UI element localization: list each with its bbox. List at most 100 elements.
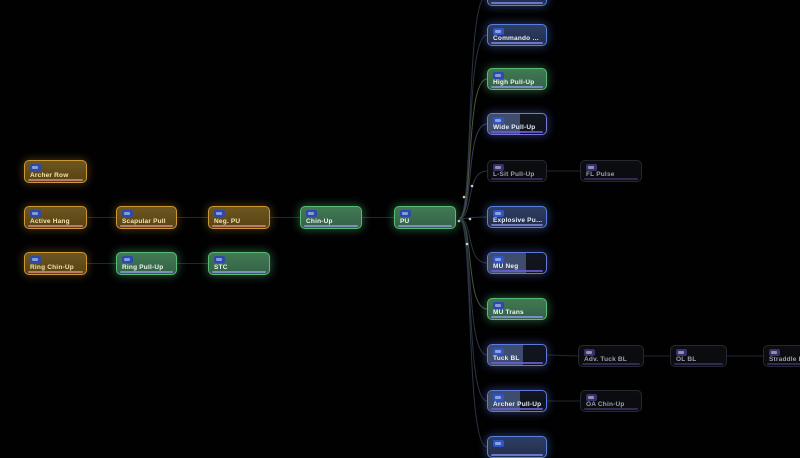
node-label: Ring Pull-Up <box>122 264 164 271</box>
edge-dot <box>462 195 466 199</box>
node-label: Active Hang <box>30 218 70 225</box>
node-label: Archer Pull-Up <box>493 401 542 408</box>
level-badge <box>493 302 504 309</box>
skill-node-scapular-pull[interactable]: Scapular Pull <box>116 206 177 229</box>
skill-node-l-sit-pull-up[interactable]: L-Sit Pull-Up <box>487 160 547 182</box>
skill-node-pu[interactable]: PU <box>394 206 456 229</box>
skill-node-tuck-bl[interactable]: Tuck BL <box>487 344 547 366</box>
node-label: OL BL <box>676 356 697 363</box>
level-badge <box>306 210 317 217</box>
skill-node-ring-chin-up[interactable]: Ring Chin-Up <box>24 252 87 275</box>
level-badge <box>586 394 597 401</box>
progress-strip <box>491 408 543 410</box>
progress-strip <box>584 178 638 180</box>
skill-node-archer-pull-up[interactable]: Archer Pull-Up <box>487 390 547 412</box>
edge-dot <box>470 184 474 188</box>
progress-strip <box>398 225 452 227</box>
progress-strip <box>491 2 543 4</box>
skill-node-mu-trans[interactable]: MU Trans <box>487 298 547 320</box>
node-label: Wide Pull-Up <box>493 124 536 131</box>
node-label: High Pull-Up <box>493 79 535 86</box>
skill-node-active-hang[interactable]: Active Hang <box>24 206 87 229</box>
level-badge <box>676 349 687 356</box>
progress-strip <box>28 271 83 273</box>
edge-pu-l-sit-pull-up <box>458 170 488 219</box>
progress-strip <box>767 363 800 365</box>
progress-strip <box>674 363 723 365</box>
level-badge <box>493 164 504 171</box>
edge-pu-high-pull-up <box>458 78 488 219</box>
skill-node-top-partial[interactable] <box>487 0 547 6</box>
progress-strip <box>491 316 543 318</box>
skill-node-ol-bl[interactable]: OL BL <box>670 345 727 367</box>
level-badge <box>400 210 411 217</box>
skill-node-commando[interactable]: Commando Pull-… <box>487 24 547 46</box>
edge-pu-archer-pull-up <box>458 218 488 402</box>
level-badge <box>493 394 504 401</box>
progress-strip <box>491 131 543 133</box>
level-badge <box>493 72 504 79</box>
progress-strip <box>491 224 543 226</box>
progress-strip <box>28 179 83 181</box>
node-label: Archer Row <box>30 172 69 179</box>
skill-node-bottom-partial[interactable] <box>487 436 547 458</box>
progress-strip <box>582 363 640 365</box>
progress-strip <box>491 270 543 272</box>
level-badge <box>30 210 41 217</box>
node-label: Explosive Pull-Up <box>493 217 543 224</box>
level-badge <box>214 256 225 263</box>
progress-strip <box>491 178 543 180</box>
skill-node-wide-pull-up[interactable]: Wide Pull-Up <box>487 113 547 135</box>
level-badge <box>584 349 595 356</box>
node-label: Scapular Pull <box>122 218 166 225</box>
skill-node-neg-pu[interactable]: Neg. PU <box>208 206 270 229</box>
level-badge <box>586 164 597 171</box>
level-badge <box>493 28 504 35</box>
node-label: OA Chin-Up <box>586 401 625 408</box>
node-label: FL Pulse <box>586 171 615 178</box>
skill-node-oa-chin-up[interactable]: OA Chin-Up <box>580 390 642 412</box>
edge-dot <box>465 242 469 246</box>
level-badge <box>493 348 504 355</box>
skill-node-mu-neg[interactable]: MU Neg <box>487 252 547 274</box>
skill-node-adv-tuck-bl[interactable]: Adv. Tuck BL <box>578 345 644 367</box>
level-badge <box>122 256 133 263</box>
node-label: Tuck BL <box>493 355 520 362</box>
edge-pu-commando <box>458 34 488 219</box>
level-badge <box>122 210 133 217</box>
edge-pu-mu-neg <box>458 218 488 264</box>
node-label: Commando Pull-… <box>493 35 543 42</box>
node-label: Chin-Up <box>306 218 333 225</box>
skill-node-archer-row[interactable]: Archer Row <box>24 160 87 183</box>
progress-strip <box>491 86 543 88</box>
node-label: MU Neg <box>493 263 519 270</box>
progress-strip <box>491 362 543 364</box>
edge-dot <box>457 219 461 223</box>
progress-strip <box>120 271 173 273</box>
skill-node-chin-up[interactable]: Chin-Up <box>300 206 362 229</box>
node-label: Adv. Tuck BL <box>584 356 627 363</box>
progress-strip <box>212 225 266 227</box>
progress-strip <box>491 454 543 456</box>
level-badge <box>493 210 504 217</box>
progress-strip <box>304 225 358 227</box>
skill-node-stc[interactable]: STC <box>208 252 270 275</box>
edge-pu-bottom-partial <box>458 218 488 448</box>
skill-node-explosive[interactable]: Explosive Pull-Up <box>487 206 547 228</box>
node-label: PU <box>400 218 410 225</box>
edge-pu-mu-trans <box>458 218 488 310</box>
node-label: Neg. PU <box>214 218 241 225</box>
level-badge <box>214 210 225 217</box>
edge-pu-explosive <box>458 216 488 219</box>
level-badge <box>769 349 780 356</box>
skill-node-high-pull-up[interactable]: High Pull-Up <box>487 68 547 90</box>
skill-node-ring-pull-up[interactable]: Ring Pull-Up <box>116 252 177 275</box>
level-badge <box>30 164 41 171</box>
edge-dot <box>468 217 472 221</box>
skill-node-fl-pulse[interactable]: FL Pulse <box>580 160 642 182</box>
skill-node-straddle-bl[interactable]: Straddle BL <box>763 345 800 367</box>
level-badge <box>493 117 504 124</box>
node-label: L-Sit Pull-Up <box>493 171 535 178</box>
